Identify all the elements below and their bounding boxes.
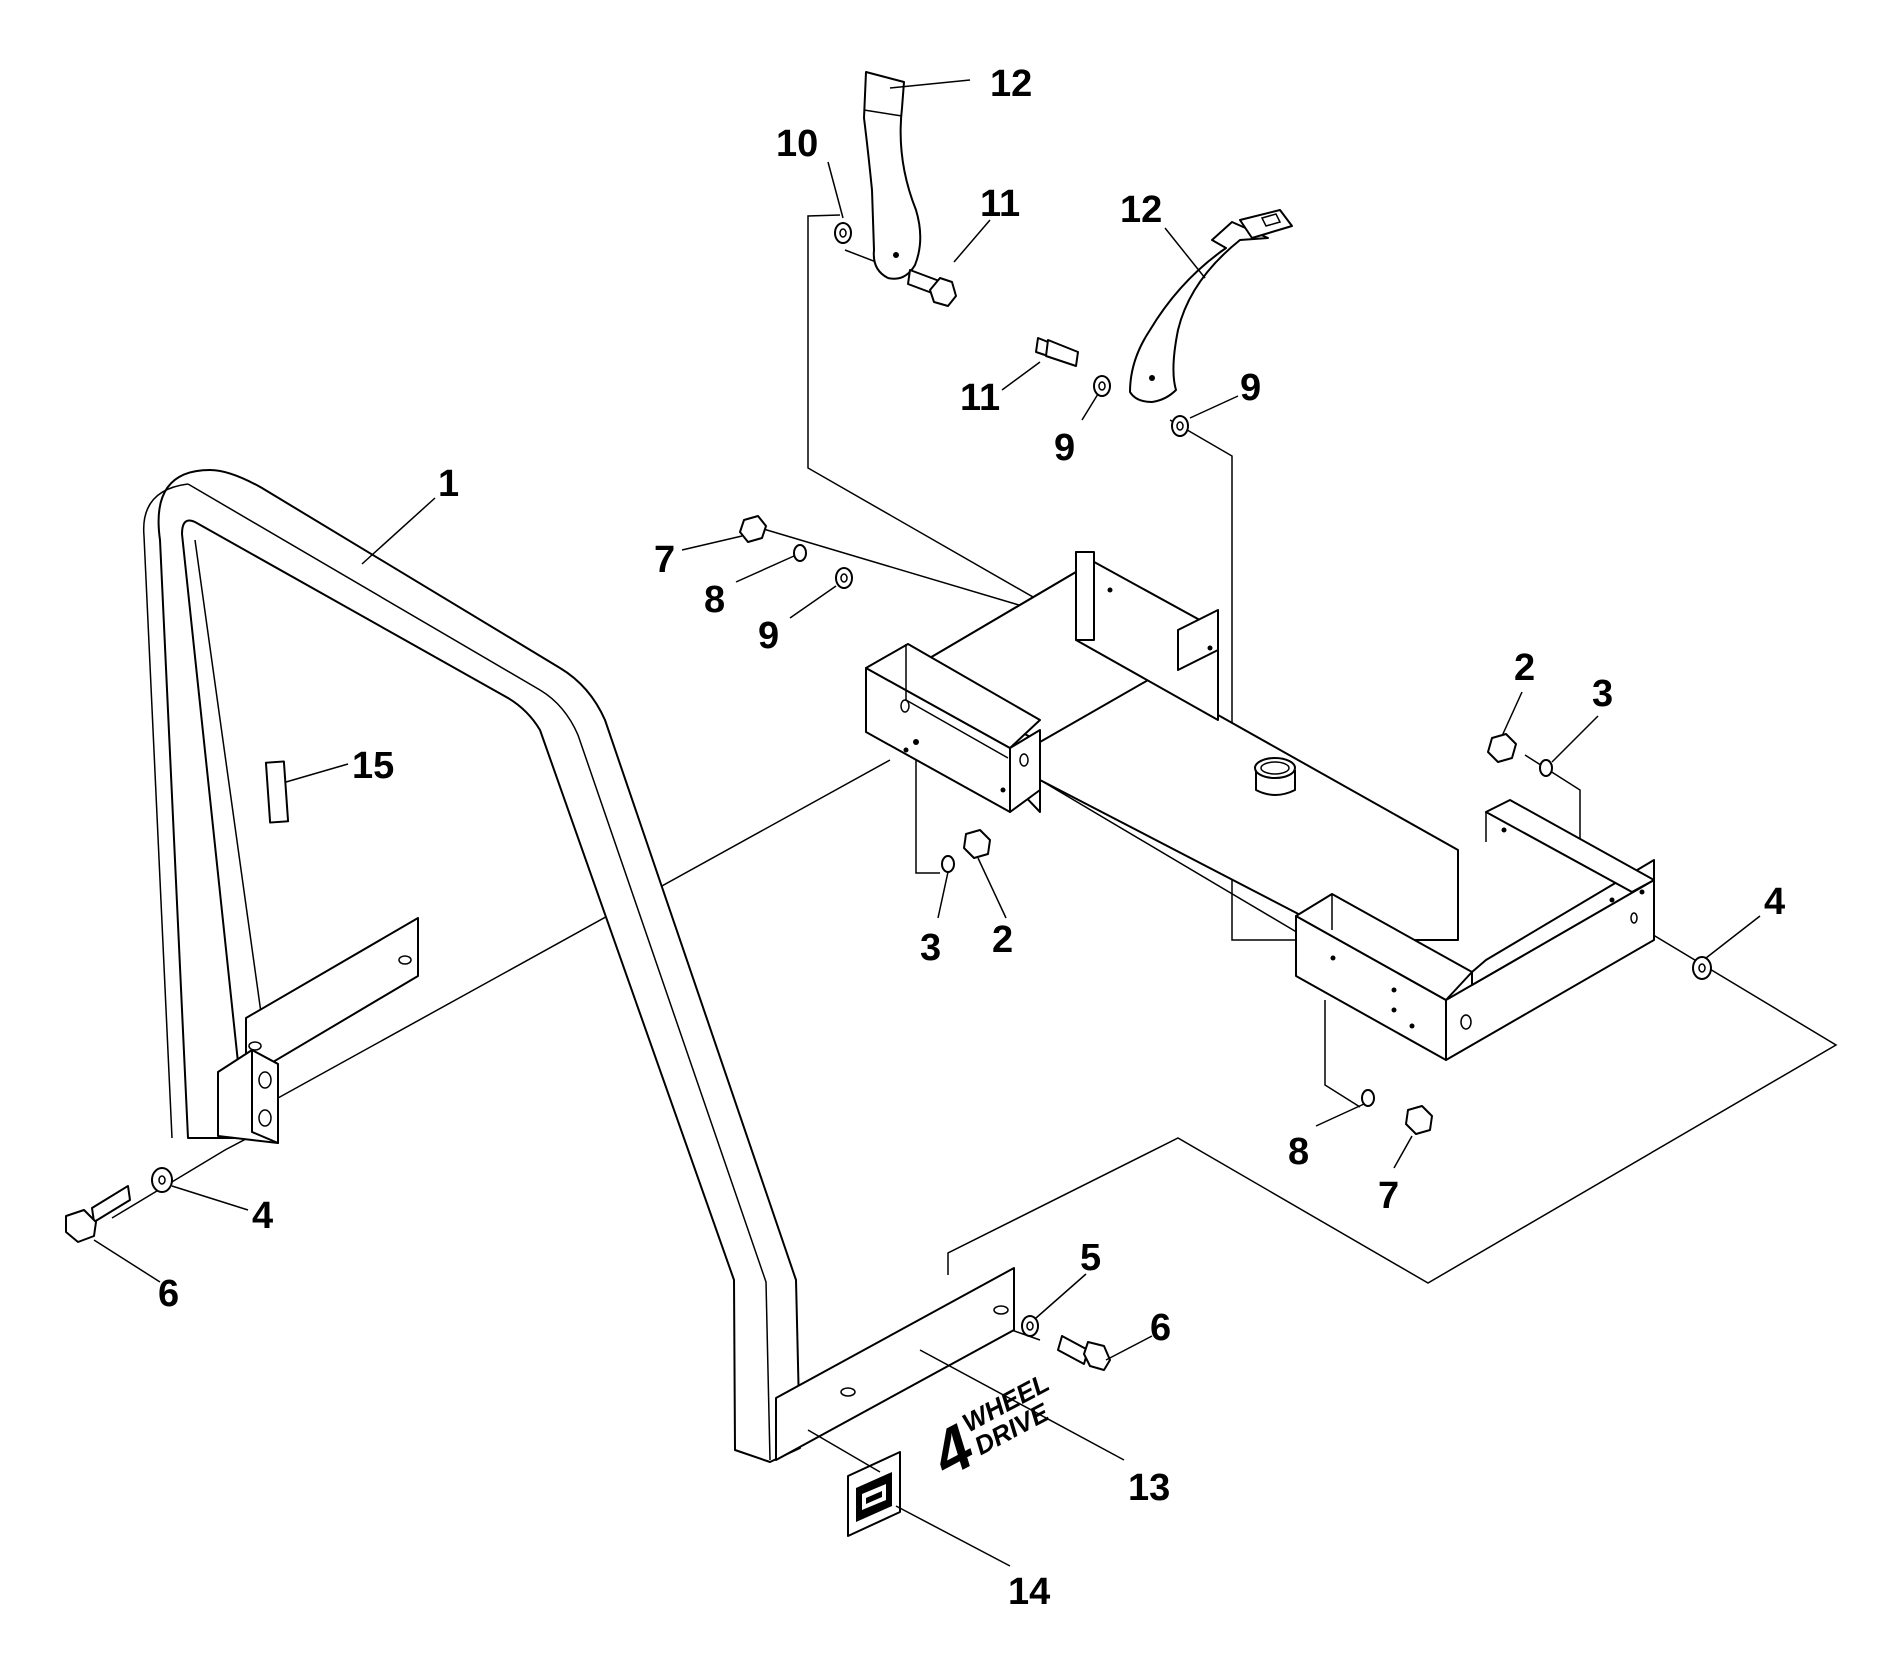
callout-13: 13 [1128, 1467, 1170, 1509]
nut-2-left [963, 829, 991, 859]
callout-6-left: 6 [158, 1273, 179, 1315]
callout-3-left: 3 [920, 927, 941, 969]
callout-11-mid: 11 [960, 377, 1000, 419]
callout-15: 15 [352, 745, 394, 787]
left-mount-plate [245, 917, 419, 1079]
callout-6-right: 6 [1150, 1307, 1171, 1349]
callout-2-left: 2 [992, 919, 1013, 961]
decal-4-wheel-drive: 4 WHEEL DRIVE [918, 1367, 1054, 1491]
strap-bar-12-left [863, 71, 922, 280]
roll-bar-frame [142, 469, 1015, 1463]
washer-9-right [1171, 415, 1189, 437]
callout-4-right: 4 [1764, 881, 1785, 923]
callout-9-mid-right: 9 [1240, 367, 1261, 409]
bolt-11-mid [1035, 337, 1079, 367]
washer-9-upper [835, 567, 853, 589]
callout-numbers: 1 2 2 3 3 4 4 5 6 6 7 7 8 8 9 9 9 10 11 … [158, 63, 1785, 1613]
callout-7-upper: 7 [654, 539, 675, 581]
bolt-6-right [1057, 1335, 1111, 1371]
callout-14: 14 [1008, 1571, 1050, 1613]
decal-15 [264, 760, 290, 824]
callout-8-upper: 8 [704, 579, 725, 621]
callout-9-mid-left: 9 [1054, 427, 1075, 469]
callout-1: 1 [438, 463, 459, 505]
callout-leaders [93, 79, 1761, 1567]
callout-2-right: 2 [1514, 647, 1535, 689]
washer-10 [834, 222, 852, 244]
washer-8-lower [1361, 1089, 1375, 1107]
logo-decal-14 [847, 1451, 901, 1537]
washer-9-left [1093, 375, 1111, 397]
callout-7-lower: 7 [1378, 1175, 1399, 1217]
chassis-crossmember [865, 551, 1655, 1061]
washer-8-upper [793, 544, 807, 562]
strap-bar-12-right [1129, 209, 1293, 403]
washer-4-left [151, 1167, 173, 1193]
washer-4-right [1692, 956, 1712, 980]
callout-11-top: 11 [980, 183, 1020, 225]
callout-8-lower: 8 [1288, 1131, 1309, 1173]
callout-4-left: 4 [252, 1195, 273, 1237]
nut-2-right [1487, 733, 1517, 763]
right-mount-plate [775, 1267, 1015, 1461]
callout-5: 5 [1080, 1237, 1101, 1279]
bolt-11-top [907, 269, 957, 307]
callout-10: 10 [776, 123, 818, 165]
cylinder-boss [1254, 757, 1296, 796]
nut-7-upper [739, 515, 767, 543]
callout-12-mid: 12 [1120, 189, 1162, 231]
callout-9-upper: 9 [758, 615, 779, 657]
washer-5 [1021, 1315, 1039, 1337]
callout-12-top: 12 [990, 63, 1032, 105]
bolt-6-left [65, 1185, 131, 1243]
nut-7-lower [1405, 1105, 1433, 1135]
washer-3-right [1539, 759, 1553, 777]
washer-3-left [941, 855, 955, 873]
callout-3-right: 3 [1592, 673, 1613, 715]
